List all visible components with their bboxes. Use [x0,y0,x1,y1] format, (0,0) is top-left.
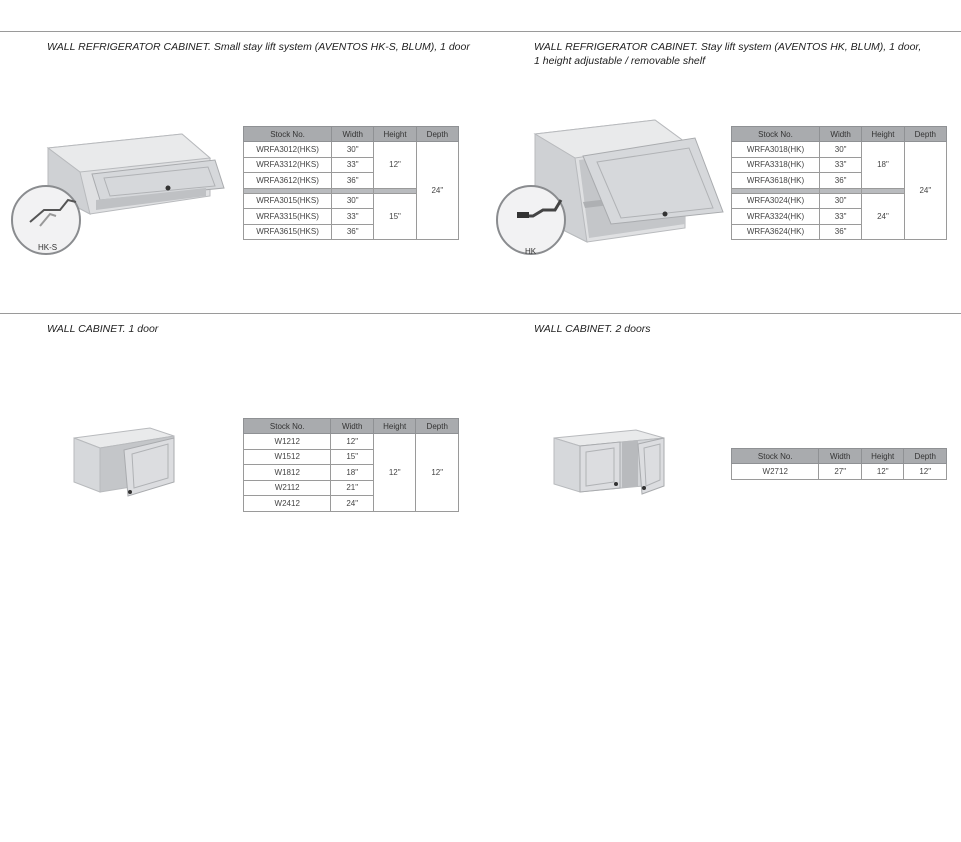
section-2-title-line1: WALL REFRIGERATOR CABINET. Stay lift sys… [534,41,922,53]
section-3-title: WALL CABINET. 1 door [47,323,159,335]
table-row: WRFA3015(HKS) 30" 15" [242,192,459,240]
width-cell: 33" [331,156,375,173]
stock-cell: W2712 [730,463,820,480]
stock-cell: WRFA3612(HKS) [242,172,333,189]
column-header: Stock No. [731,126,820,142]
table-row: W2712 27" 12" 12" [730,463,947,480]
middle-divider [0,313,961,314]
table-row: WRFA3624(HK) 36" [731,223,947,240]
column-header: Height [860,448,905,464]
column-header: Height [372,418,417,434]
width-cell: 33" [818,156,863,173]
table-row: WRFA3612(HKS) 36" [242,172,459,189]
wall-1-door-spec-table: Stock No. Width Height Depth W1212 12" 1… [242,418,459,512]
section-2-title: WALL REFRIGERATOR CABINET. Stay lift sys… [534,40,921,68]
hk-s-cabinet-image: HK-S [11,133,225,255]
column-header: Width [331,126,375,142]
width-cell: 30" [818,141,863,158]
height-cell: 18" [861,141,905,189]
table-row: WRFA3615(HKS) 36" [242,223,459,240]
column-header: Width [818,126,863,142]
stock-cell: WRFA3024(HK) [731,192,820,209]
hk-label: HK [525,247,537,256]
wall-2-doors-spec-table: Stock No. Width Height Depth W2712 27" 1… [730,448,947,480]
stock-cell: WRFA3324(HK) [731,208,820,225]
stock-cell: WRFA3618(HK) [731,172,820,189]
stock-cell: WRFA3015(HKS) [242,192,333,209]
group-separator [731,187,947,194]
width-cell: 12" [330,433,374,450]
column-header: Depth [903,448,947,464]
top-divider [0,31,961,32]
table-row: W1212 12" 12" 12" [242,433,459,512]
section-2-title-line2: 1 height adjustable / removable shelf [534,55,706,67]
height-cell: 15" [373,192,417,240]
height-cell: 12" [373,141,417,189]
column-header: Stock No. [730,448,820,464]
column-header: Width [330,418,374,434]
hk-s-spec-table: Stock No. Width Height Depth WRFA3012(HK… [242,126,460,240]
table-row: WRFA3318(HK) 33" [731,156,947,173]
section-1-title: WALL REFRIGERATOR CABINET. Small stay li… [47,41,470,53]
height-cell: 24" [861,192,905,240]
stock-cell: WRFA3318(HK) [731,156,820,173]
width-cell: 30" [818,192,863,209]
depth-cell: 24" [903,141,948,240]
width-cell: 30" [331,192,375,209]
hk-spec-table: Stock No. Width Height Depth WRFA3018(HK… [731,126,948,240]
stock-cell: WRFA3018(HK) [731,141,820,158]
section-4-title: WALL CABINET. 2 doors [534,323,651,335]
width-cell: 21" [330,479,374,496]
wall-cabinet-2-doors-image [553,429,665,495]
width-cell: 15" [330,448,374,465]
depth-cell: 24" [415,141,460,240]
stock-cell: W1512 [242,448,332,465]
width-cell: 33" [331,208,375,225]
hk-cabinet-image: HK [496,119,724,256]
column-header: Height [373,126,417,142]
stock-cell: W1212 [242,433,332,450]
table-row: W1512 15" [242,448,459,465]
stock-cell: W1812 [242,464,332,481]
column-header: Depth [415,126,460,142]
column-header: Width [818,448,862,464]
width-cell: 36" [331,172,375,189]
column-header: Height [861,126,905,142]
width-cell: 36" [818,172,863,189]
wall-cabinet-1-door-image [73,427,175,497]
column-header: Depth [415,418,459,434]
table-row: WRFA3024(HK) 30" 24" [731,192,947,240]
height-cell: 12" [372,433,417,512]
table-row: WRFA3018(HK) 30" 18" 24" [731,141,948,240]
width-cell: 30" [331,141,375,158]
height-cell: 12" [860,463,905,480]
width-cell: 33" [818,208,863,225]
group-separator [242,187,459,194]
stock-cell: WRFA3012(HKS) [242,141,333,158]
stock-cell: WRFA3624(HK) [731,223,820,240]
hk-s-label: HK-S [38,243,57,252]
stock-cell: W2412 [242,495,332,512]
column-header: Depth [903,126,948,142]
stock-cell: WRFA3615(HKS) [242,223,333,240]
table-row: W1812 18" [242,464,459,481]
depth-cell: 12" [415,433,459,512]
width-cell: 18" [330,464,374,481]
width-cell: 36" [818,223,863,240]
column-header: Stock No. [242,126,333,142]
stock-cell: WRFA3312(HKS) [242,156,333,173]
table-row: W2412 24" [242,495,459,512]
width-cell: 36" [331,223,375,240]
column-header: Stock No. [242,418,332,434]
stock-cell: W2112 [242,479,332,496]
width-cell: 27" [818,463,862,480]
table-row: WRFA3012(HKS) 30" 12" 24" [242,141,460,240]
depth-cell: 12" [903,463,947,480]
stock-cell: WRFA3315(HKS) [242,208,333,225]
width-cell: 24" [330,495,374,512]
